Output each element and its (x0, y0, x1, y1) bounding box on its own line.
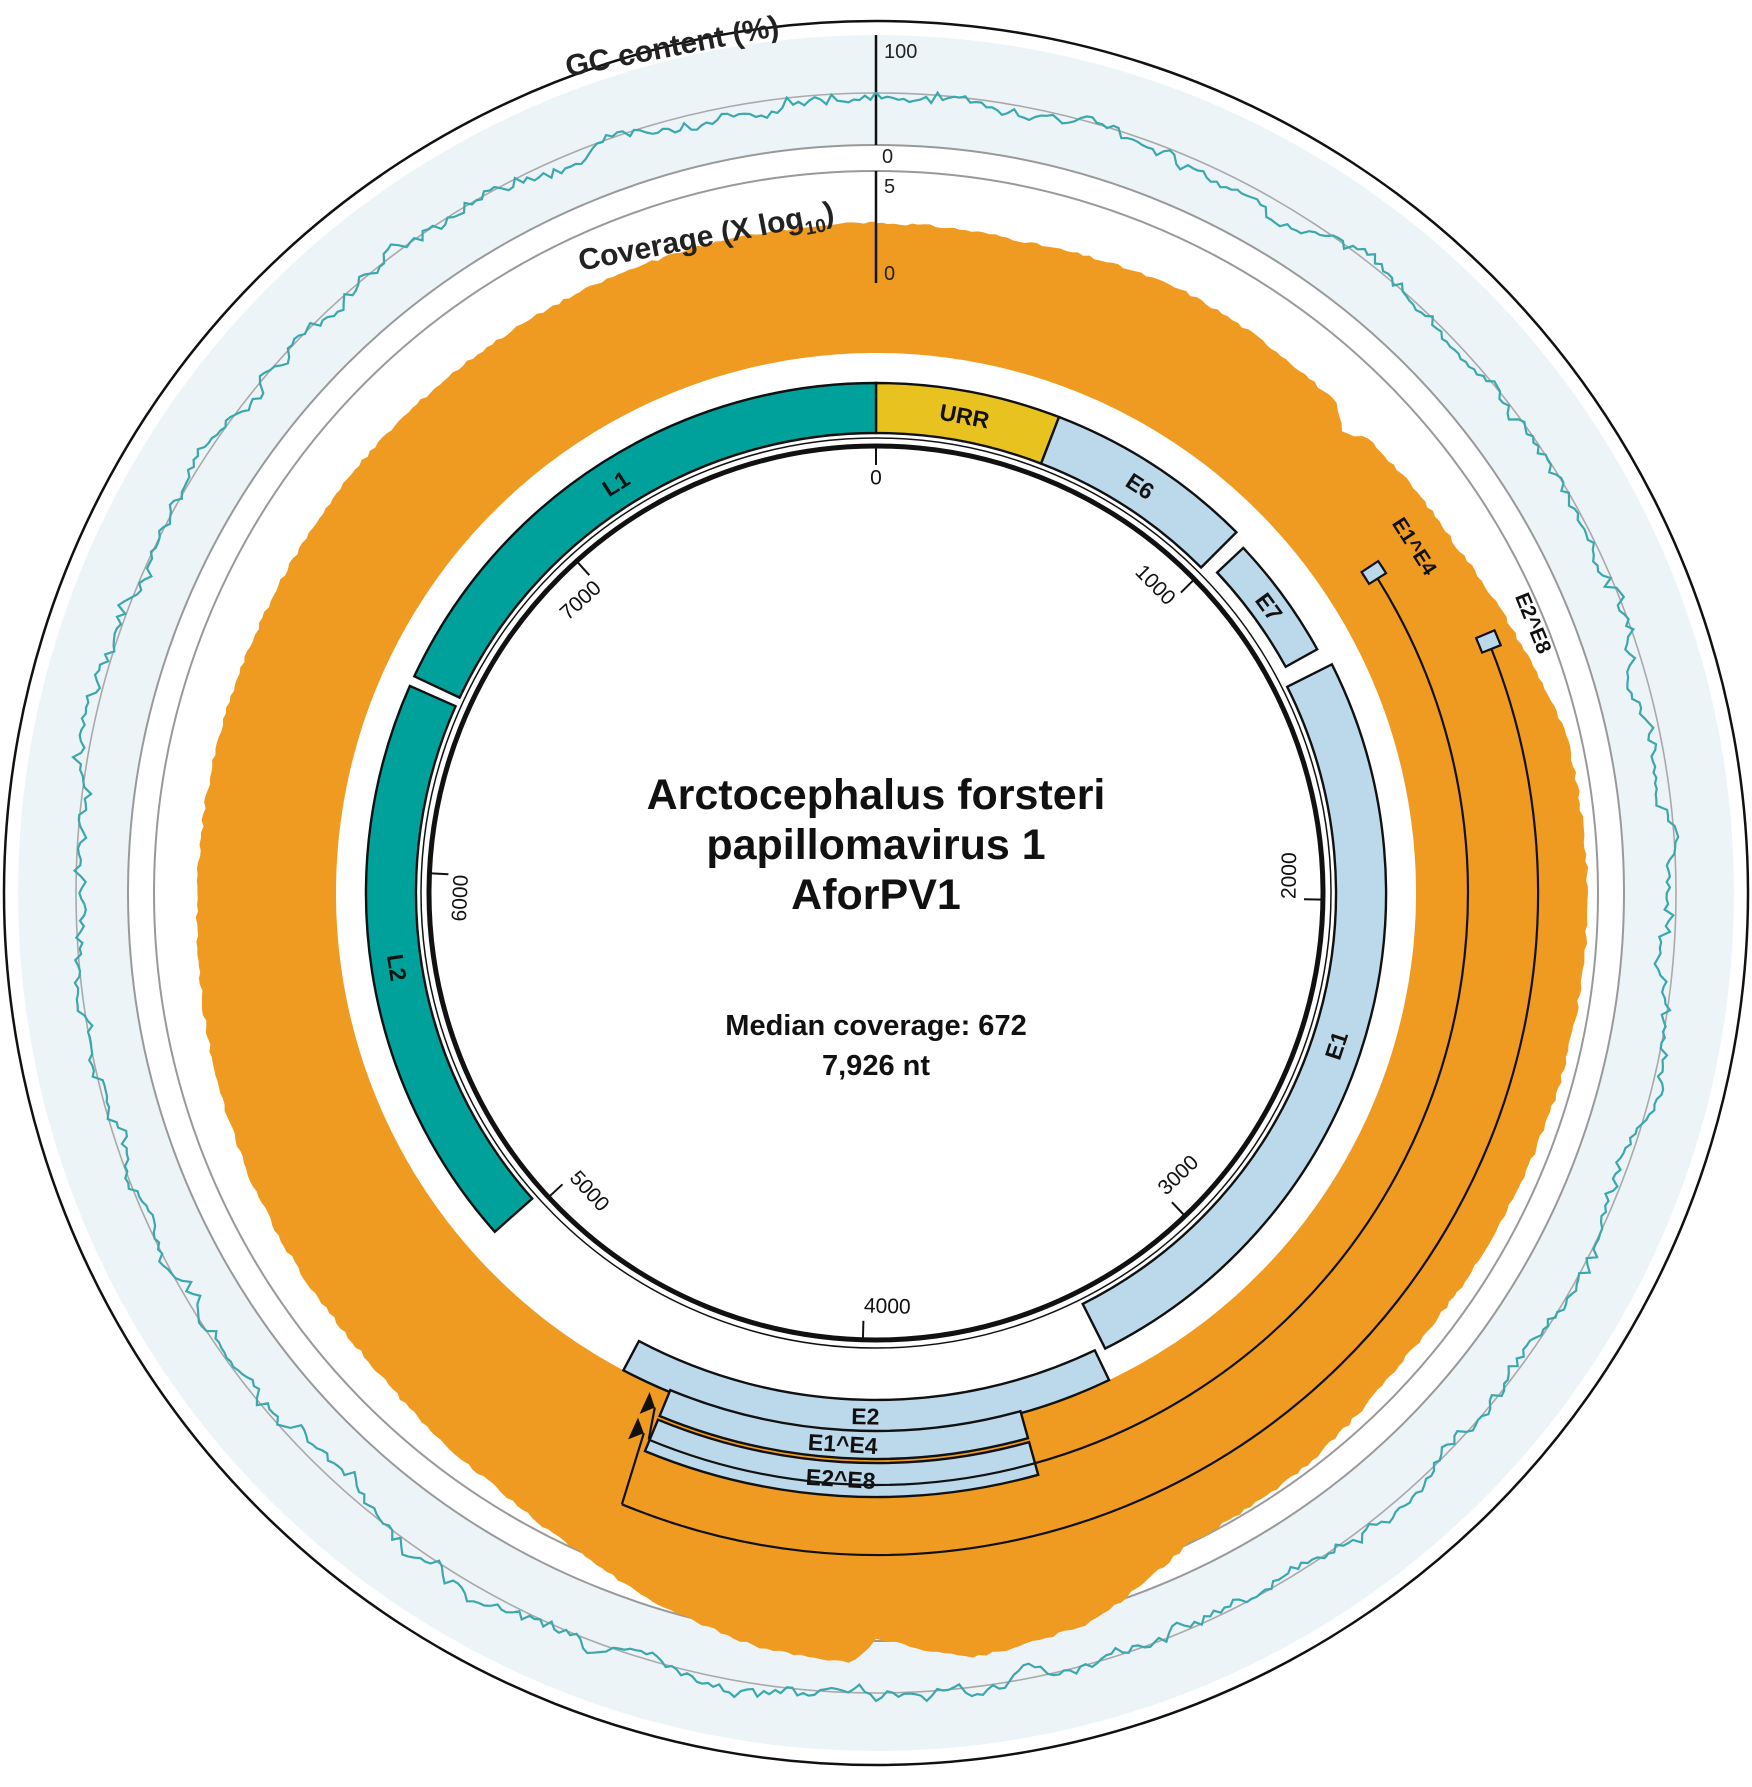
tick-3000 (1171, 1201, 1186, 1217)
gene-e2-e8 (643, 1418, 1040, 1499)
splice-arrowhead-e1-e4 (639, 1392, 655, 1414)
coverage-scale-min: 0 (884, 263, 895, 285)
tick-5000 (547, 1183, 564, 1199)
tick-label-6000: 6000 (448, 874, 473, 922)
virus-name-line-1: Arctocephalus forsteri (646, 771, 1106, 819)
gc-scale-max: 100 (884, 41, 917, 63)
tick-6000 (429, 872, 449, 876)
gene-label-e1-e4: E1^E4 (807, 1429, 878, 1459)
coverage-area (195, 221, 1589, 1663)
gene-label-e2-e8: E2^E8 (805, 1464, 876, 1494)
gene-e6 (1039, 415, 1239, 570)
genome-backbone-outer-line (420, 437, 1332, 1349)
splice-arrowhead-e2-e8 (628, 1417, 644, 1440)
gene-l1 (412, 381, 878, 700)
coverage-scale-max: 5 (884, 176, 895, 198)
splice-donor-e1-e4 (1360, 559, 1388, 586)
tick-label-0: 0 (870, 467, 882, 490)
coverage-track (153, 170, 1599, 1663)
gene-e7 (1215, 546, 1319, 669)
tick-1000 (1180, 578, 1196, 594)
splice-connector-tail-e2-e8 (620, 1432, 645, 1505)
gc-content-line (71, 90, 1680, 1703)
virus-abbreviation: AforPV1 (791, 871, 961, 919)
tick-4000 (861, 1320, 865, 1340)
virus-name: Arctocephalus forsteri papillomavirus 1 … (526, 770, 1226, 920)
gene-e1 (1081, 662, 1388, 1351)
genome-stats: Median coverage: 672 7,926 nt (526, 1006, 1226, 1086)
genome-length: 7,926 nt (822, 1050, 930, 1082)
tick-7000 (575, 560, 591, 576)
gc-scale-min: 0 (882, 146, 893, 168)
splice-connector-e2-e8 (621, 648, 1540, 1557)
tick-label-2000: 2000 (1278, 852, 1302, 899)
gene-label-e2: E2 (851, 1403, 880, 1430)
gene-label-l2: L2 (382, 952, 412, 983)
gene-e1-e4 (658, 1388, 1030, 1461)
splice-connector-e1-e4 (648, 578, 1470, 1486)
tick-label-4000: 4000 (864, 1294, 911, 1318)
virus-name-line-2: papillomavirus 1 (706, 821, 1046, 869)
gene-l2 (364, 684, 534, 1234)
splice-connector-tail-e1-e4 (647, 1407, 656, 1440)
median-coverage: Median coverage: 672 (725, 1010, 1027, 1042)
splice-donor-e2-e8 (1474, 628, 1503, 655)
